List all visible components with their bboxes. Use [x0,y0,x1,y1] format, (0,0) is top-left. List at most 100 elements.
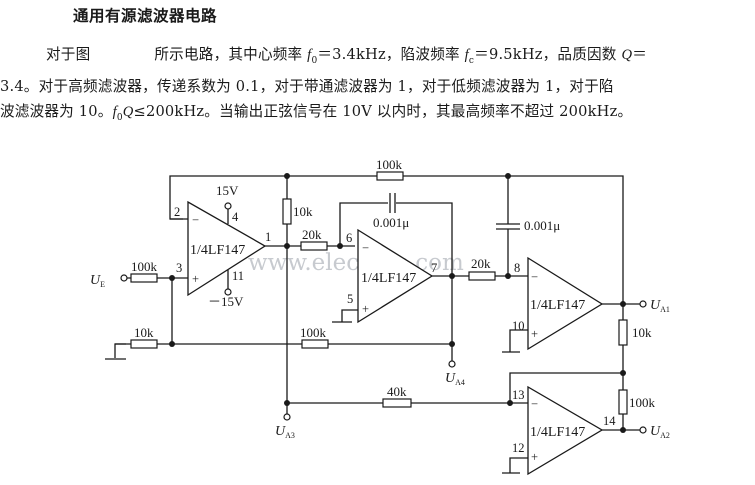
ground-lead [341,309,362,322]
opamp-triangle [187,200,267,297]
label-c1: 0.001μ [373,215,409,230]
opamp-a1: − + 1/4LF147 [187,200,267,297]
terminal-label-ua1: UA1 [650,298,670,314]
junctions [169,173,626,433]
junction-dot [620,370,626,376]
symbol-fc: f [464,47,469,63]
capacitors [388,193,520,230]
cap2-gap [500,224,516,229]
pin-label: 14 [603,414,616,428]
junction-dot [284,243,290,249]
symbol-f0: f [112,103,117,120]
label-r-top: 100k [376,157,403,172]
resistor-out1 [618,319,628,346]
minus-sign: − [531,270,538,284]
text-fragment: ＝9.5kHz，品质因数 [474,46,622,63]
text-fragment: 波滤波器为 10。 [0,102,113,120]
ground-lead [509,457,528,473]
text-fragment: ＝3.4kHz，陷波频率 [317,46,465,63]
subscript: 0 [311,55,318,66]
resistor-feedback-mid [301,339,329,349]
terminal-label-ue: UE [90,273,105,289]
symbol-q: Q [621,47,633,63]
junction-dot [337,243,343,249]
pin-label: 6 [346,231,352,245]
opamp-label: 1/4LF147 [361,271,416,286]
resistor-int2 [468,271,496,281]
minus-sign: − [192,213,199,227]
opamp-label: 1/4LF147 [190,243,245,258]
text-fragment: 所示电路，其中心频率 [154,46,308,63]
terminal-ua4 [448,360,456,368]
paragraph-line-3: 波滤波器为 10。f0Q≤200kHz。当输出正弦信号在 10V 以内时，其最高… [0,99,755,131]
label-r-out1: 10k [632,325,652,340]
resistor-int1 [300,241,328,251]
opamp-label: 1/4LF147 [530,298,585,313]
pin-label: 13 [512,388,525,402]
terminal-ua2 [639,426,647,434]
pin-label: 11 [232,269,244,283]
label-vplus: 15V [216,183,239,198]
terminal-label-ua3: UA3 [275,424,295,440]
opamp-triangle [527,256,604,351]
plus-sign: + [192,272,199,286]
resistor-top [376,171,404,181]
junction-dot [505,273,511,279]
opamp-triangle [357,228,434,324]
terminal-vminus [224,288,232,296]
pin-label: 12 [512,441,525,455]
pin-label: 5 [347,292,353,306]
label-r-int2: 20k [471,256,491,271]
pin-label: 8 [514,261,520,275]
label-r-int1: 20k [302,227,322,242]
pin-label: 4 [232,210,239,224]
terminal-vplus [224,202,232,210]
subscript: 0 [116,112,123,123]
label-r-gnd: 10k [134,325,154,340]
description-paragraph: 对于图所示电路，其中心频率 f0＝3.4kHz，陷波频率 fc＝9.5kHz，品… [0,42,755,131]
pin-label: 7 [431,261,437,275]
ground-symbols [105,309,528,474]
watermark: www.elecfans.com [248,250,464,276]
paragraph-line-2: 3.4。对于高频滤波器，传递系数为 0.1，对于带通滤波器为 1，对于低频滤波器… [0,77,614,95]
pin-label: 1 [265,230,271,244]
label-r-in: 100k [131,259,158,274]
junction-dot [284,173,290,179]
paragraph-line-1: 对于图所示电路，其中心频率 f0＝3.4kHz，陷波频率 fc＝9.5kHz，品… [0,42,755,74]
terminal-input [120,274,128,282]
terminal-label-ua2: UA2 [650,424,670,440]
terminals [120,202,647,434]
minus-sign: − [362,241,369,255]
resistors [130,171,628,415]
subscript: c [468,55,475,66]
junction-dot [449,341,455,347]
resistor-out2 [618,389,628,415]
plus-sign: + [531,327,538,341]
plus-sign: + [531,450,538,464]
terminal-ua3 [283,413,291,421]
page-title: 通用有源滤波器电路 [73,7,218,25]
label-c2: 0.001μ [524,218,560,233]
label-r-fb-mid: 100k [300,325,327,340]
opamp-a3: − + 1/4LF147 [527,256,604,351]
opamp-a2: − + 1/4LF147 [357,228,434,324]
ground-lead [114,343,126,358]
minus-sign: − [531,397,538,411]
terminal-labels: UE UA1 UA2 UA3 UA4 [90,273,670,440]
symbol-f0: f [307,47,312,63]
pin-label: 3 [176,261,182,275]
ground-lead [509,329,528,352]
junction-dot [169,275,175,281]
pin-labels: 2 3 1 4 11 6 5 7 8 10 13 12 14 [174,205,616,455]
opamp-label: 1/4LF147 [530,425,585,440]
terminal-label-ua4: UA4 [445,371,465,387]
label-vminus: －15V [208,294,244,309]
pin-label: 2 [174,205,180,219]
label-r-40k: 40k [387,384,407,399]
resistor-vertical [282,198,292,225]
plus-sign: + [362,302,369,316]
junction-dot [505,173,511,179]
junction-dot [507,400,513,406]
symbol-q: Q [122,103,134,120]
